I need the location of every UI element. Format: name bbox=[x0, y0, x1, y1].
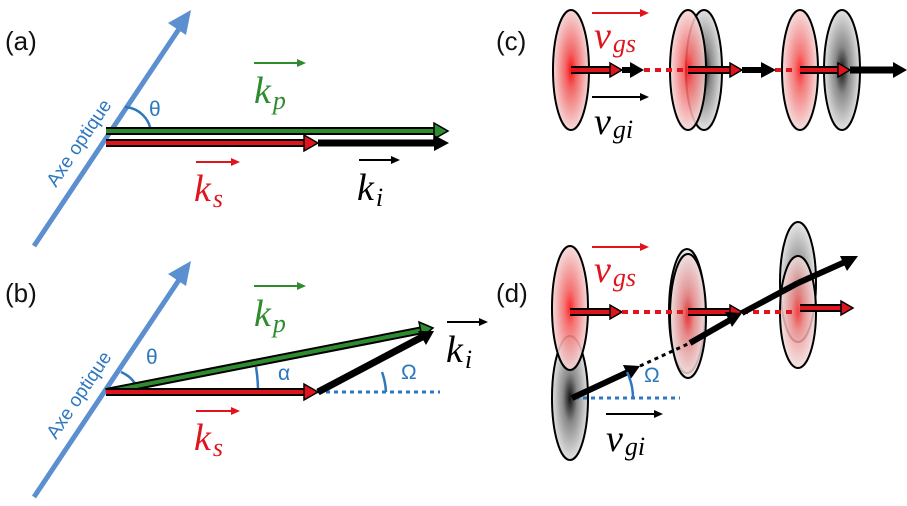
idler-arrow-d-2-head bbox=[725, 312, 742, 327]
panel-b: (b) Axe optique θ α Ω kp ks bbox=[5, 261, 488, 499]
idler-arrow-d-1-head bbox=[623, 365, 640, 380]
kp-vector-b bbox=[105, 328, 424, 394]
ki-label-a: ki bbox=[357, 167, 383, 212]
ki-label-b-overarrow-head bbox=[479, 318, 488, 326]
panel-c: (c) vgs vgi bbox=[496, 9, 907, 144]
kp-label-a: kp bbox=[254, 70, 286, 115]
panel-d-label: (d) bbox=[496, 278, 528, 308]
idler-dotted-d-1 bbox=[639, 341, 691, 368]
signal-arrow-c-3-head bbox=[837, 61, 852, 79]
omega-arc-b bbox=[380, 371, 388, 393]
alpha-label-b: α bbox=[278, 362, 290, 385]
kp-label-a-overarrow-head bbox=[297, 59, 306, 67]
panel-a-label: (a) bbox=[5, 26, 37, 56]
panel-a: (a) Axe optique θ kp ks ki bbox=[5, 10, 450, 248]
vgi-label-c: vgi bbox=[594, 101, 633, 144]
ks-vector-b-arrowhead bbox=[303, 382, 320, 402]
idler-arrow-d-3-head bbox=[840, 256, 858, 271]
idler-arrow-d-3 bbox=[740, 280, 800, 316]
idler-arrow-d-3b bbox=[796, 259, 847, 286]
idler-arrow-d-1 bbox=[570, 369, 630, 401]
vgs-label-c-overarrow-head bbox=[640, 9, 649, 17]
signal-arrow-d-1-head bbox=[609, 303, 624, 321]
vgs-label-d: vgs bbox=[594, 249, 636, 292]
omega-label-b: Ω bbox=[401, 361, 417, 384]
ki-vector-a-arrowhead bbox=[434, 135, 449, 151]
theta-label-b: θ bbox=[146, 346, 158, 369]
theta-label-a: θ bbox=[149, 98, 161, 121]
omega-arc-d bbox=[625, 371, 635, 399]
vgi-label-d: vgi bbox=[606, 418, 645, 461]
idler-arrow-c-1-head bbox=[630, 62, 644, 78]
signal-arrow-c-2-head bbox=[729, 61, 744, 79]
idler-arrow-d-2 bbox=[688, 317, 732, 346]
signal-arrow-c-1-head bbox=[609, 61, 624, 79]
idler-arrow-c-3-head bbox=[893, 62, 907, 78]
panel-c-label: (c) bbox=[496, 26, 526, 56]
optical-axis-a-arrowhead bbox=[168, 10, 191, 35]
kp-vector-a-arrowhead bbox=[433, 121, 450, 141]
ks-label-b-overarrow-head bbox=[231, 407, 240, 415]
kp-label-b-overarrow-head bbox=[297, 282, 306, 290]
ki-label-a-overarrow-head bbox=[391, 156, 400, 164]
optical-axis-b-arrowhead bbox=[168, 261, 191, 286]
ki-vector-b bbox=[316, 332, 426, 396]
ki-vector-b-arrowhead bbox=[418, 331, 434, 345]
vgs-label-d-overarrow-head bbox=[640, 243, 649, 251]
vgi-label-d-overarrow-head bbox=[654, 410, 663, 418]
omega-label-d: Ω bbox=[644, 364, 660, 387]
signal-arrow-d-3-head bbox=[840, 299, 855, 317]
kp-label-b: kp bbox=[254, 293, 286, 338]
ks-label-b: ks bbox=[194, 417, 223, 462]
ki-label-b: ki bbox=[446, 329, 472, 374]
vgi-label-c-overarrow-head bbox=[640, 93, 649, 101]
ks-label-a: ks bbox=[194, 168, 223, 213]
panel-d: (d) Ω bbox=[496, 221, 858, 461]
ks-label-a-overarrow-head bbox=[231, 158, 240, 166]
optical-axis-b bbox=[31, 269, 188, 499]
vgs-label-c: vgs bbox=[594, 15, 636, 58]
panel-b-label: (b) bbox=[5, 278, 37, 308]
idler-arrow-c-2-head bbox=[761, 62, 776, 78]
ks-vector-a-arrowhead bbox=[303, 133, 320, 153]
